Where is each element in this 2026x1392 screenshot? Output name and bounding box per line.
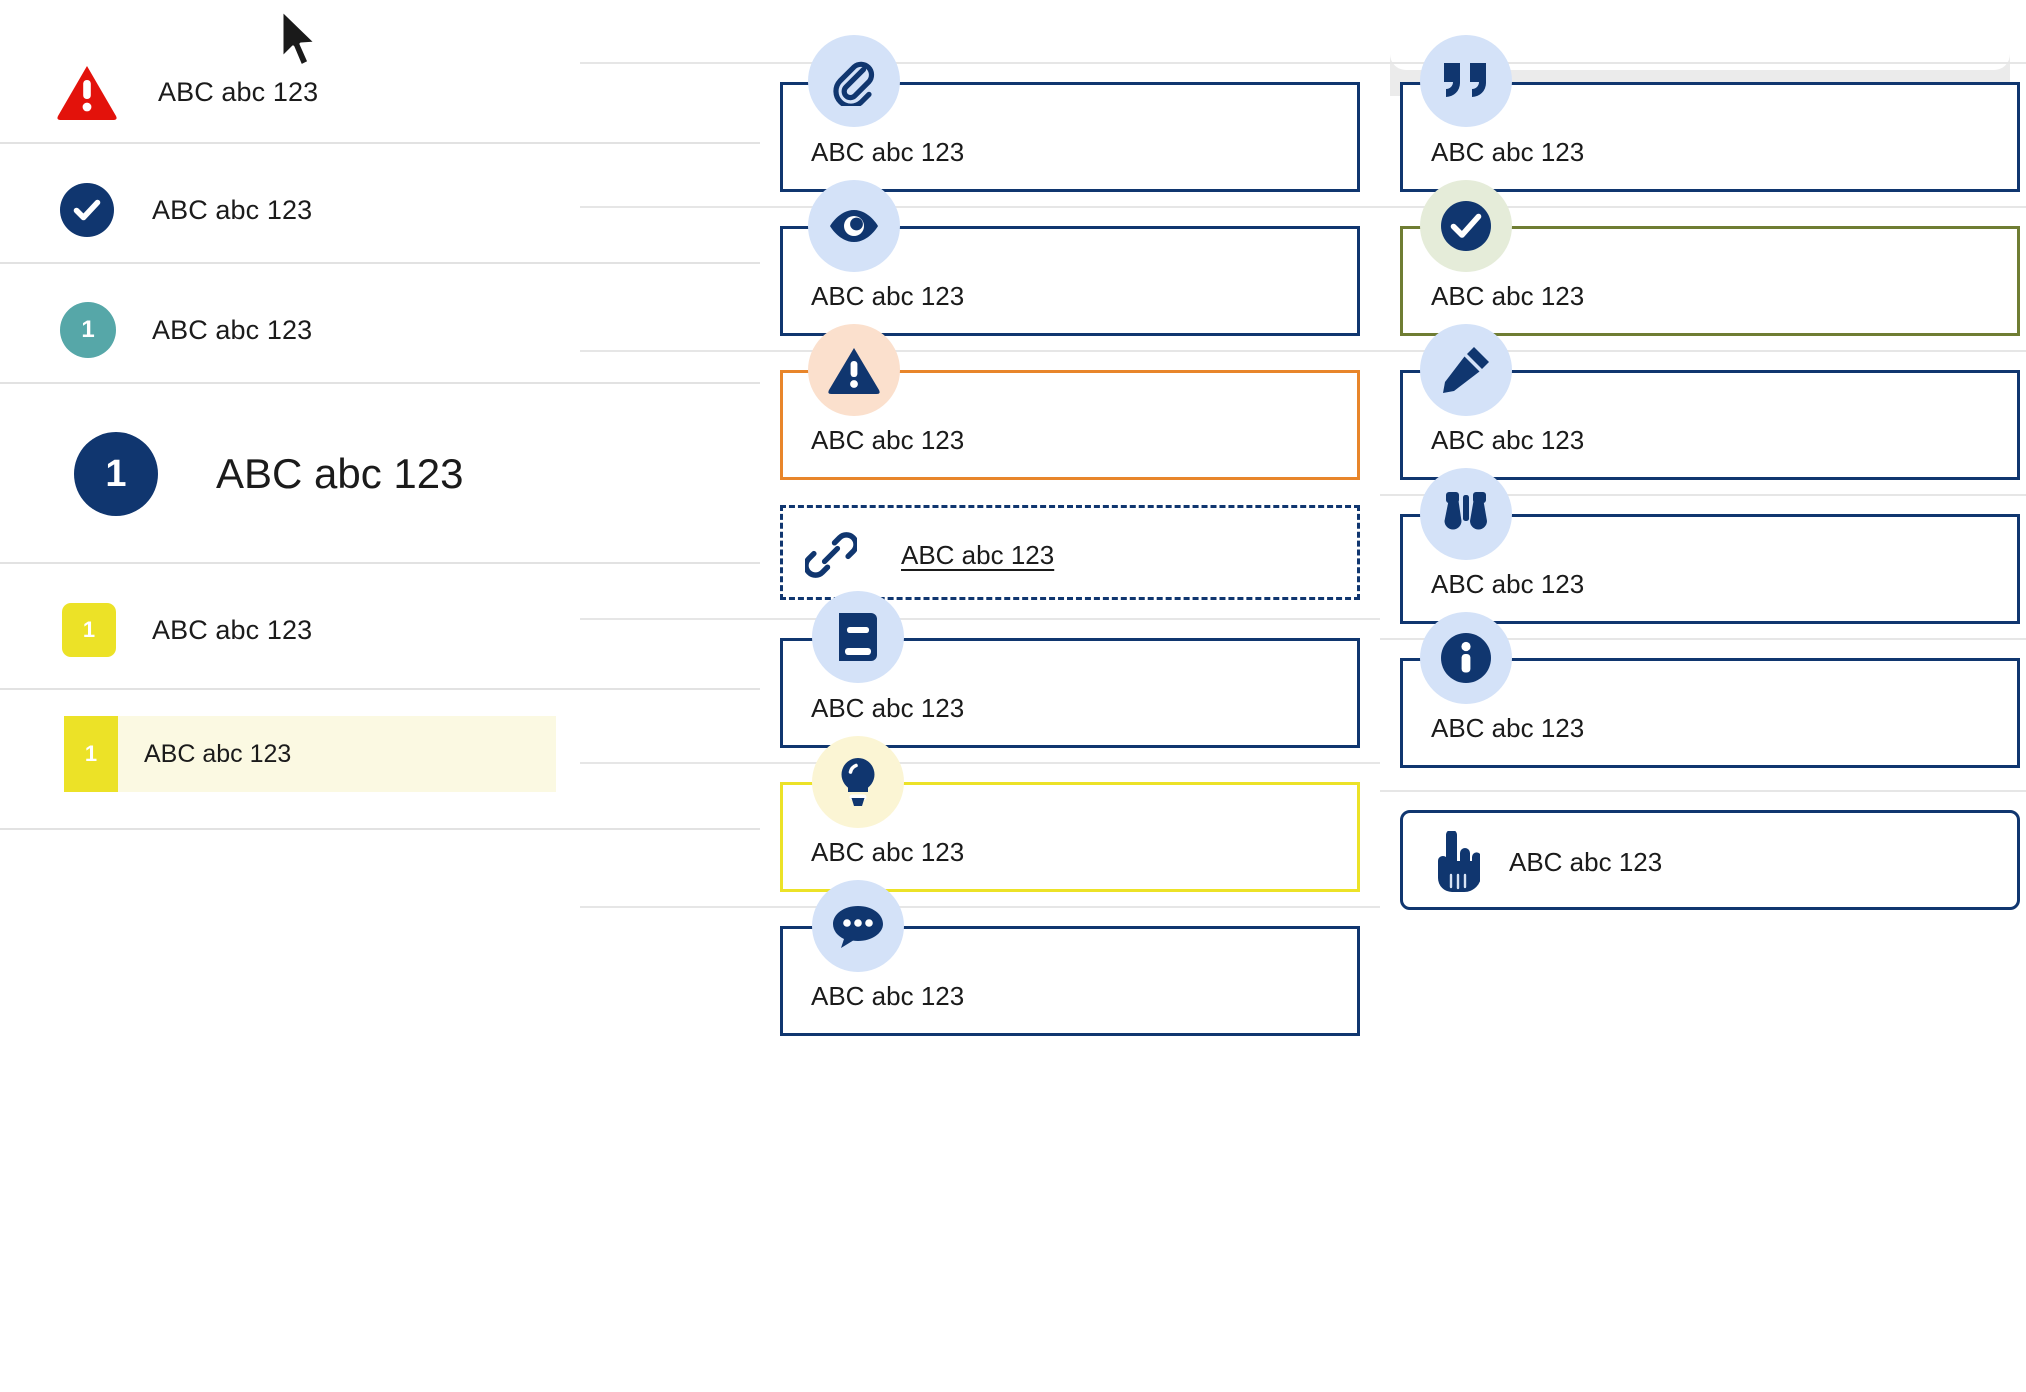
pointing-hand-icon [1425,827,1485,897]
lightbulb-icon [812,736,904,828]
list-divider [0,828,760,830]
paperclip-icon [808,35,900,127]
binoculars-icon [1420,468,1512,560]
list-item-label: ABC abc 123 [216,450,464,497]
list-item-alert[interactable]: ABC abc 123 [0,56,760,128]
list-divider [0,688,760,690]
card-divider [580,762,1380,764]
badge-number: 1 [81,316,95,343]
card-label: ABC abc 123 [1431,281,1585,311]
check-circle-icon [60,183,114,237]
pencil-icon [1420,324,1512,416]
action-card[interactable]: ABC abc 123 [1400,810,2020,910]
card-divider [580,906,1380,908]
info-circle-icon [1420,612,1512,704]
card-divider [580,206,1380,208]
list-divider [0,142,760,144]
card-label: ABC abc 123 [811,137,965,167]
quotation-mark-icon [1420,35,1512,127]
card-label: ABC abc 123 [1431,425,1585,455]
list-divider [0,382,760,384]
list-item-highlighted[interactable]: 1 ABC abc 123 [64,716,556,792]
list-item-yellow-number[interactable]: 1 ABC abc 123 [0,594,760,666]
eye-icon [808,180,900,272]
card-label: ABC abc 123 [811,693,965,723]
list-divider [0,262,760,264]
book-icon [812,591,904,683]
number-circle-icon: 1 [60,302,116,358]
success-card[interactable]: ABC abc 123 [1400,226,2020,336]
list-item-label: ABC abc 123 [144,739,292,768]
list-item-label: ABC abc 123 [152,314,313,345]
card-label: ABC abc 123 [811,981,965,1011]
speech-bubble-icon [812,880,904,972]
card-divider [580,618,1380,620]
list-item-teal-number[interactable]: 1 ABC abc 123 [0,294,760,366]
card-divider [1380,494,2026,496]
card-label: ABC abc 123 [1431,713,1585,743]
check-circle-icon [1420,180,1512,272]
list-item-label: ABC abc 123 [158,76,319,107]
badge-number: 1 [82,617,96,642]
card-divider [580,62,1380,64]
card-divider [1380,206,2026,208]
number-square-icon: 1 [64,716,118,792]
number-circle-icon: 1 [74,432,158,516]
card-divider [1380,62,2026,64]
list-item-label: ABC abc 123 [152,614,313,645]
card-divider [580,350,1380,352]
list-item-label: ABC abc 123 [152,194,313,225]
card-label[interactable]: ABC abc 123 [901,540,1055,570]
card-label: ABC abc 123 [1431,137,1585,167]
warning-triangle-icon [808,324,900,416]
number-square-icon: 1 [62,603,116,657]
edit-card[interactable]: ABC abc 123 [1400,370,2020,480]
card-divider [1380,790,2026,792]
link-card[interactable]: ABC abc 123 [780,505,1360,600]
list-item-success[interactable]: ABC abc 123 [0,174,760,246]
chain-link-icon [801,526,861,584]
card-label: ABC abc 123 [811,281,965,311]
card-divider [1380,638,2026,640]
card-label: ABC abc 123 [811,837,965,867]
badge-number: 1 [105,452,127,495]
left-specimen-list: ABC abc 123 ABC abc 123 1 ABC abc 123 1 [0,0,760,1392]
card-divider [1380,350,2026,352]
badge-number: 1 [84,741,98,766]
list-divider [0,562,760,564]
warning-triangle-icon [56,64,118,120]
card-label: ABC abc 123 [811,425,965,455]
card-label: ABC abc 123 [1431,569,1585,599]
list-item-headline[interactable]: 1 ABC abc 123 [0,432,760,516]
card-label: ABC abc 123 [1509,847,1663,877]
